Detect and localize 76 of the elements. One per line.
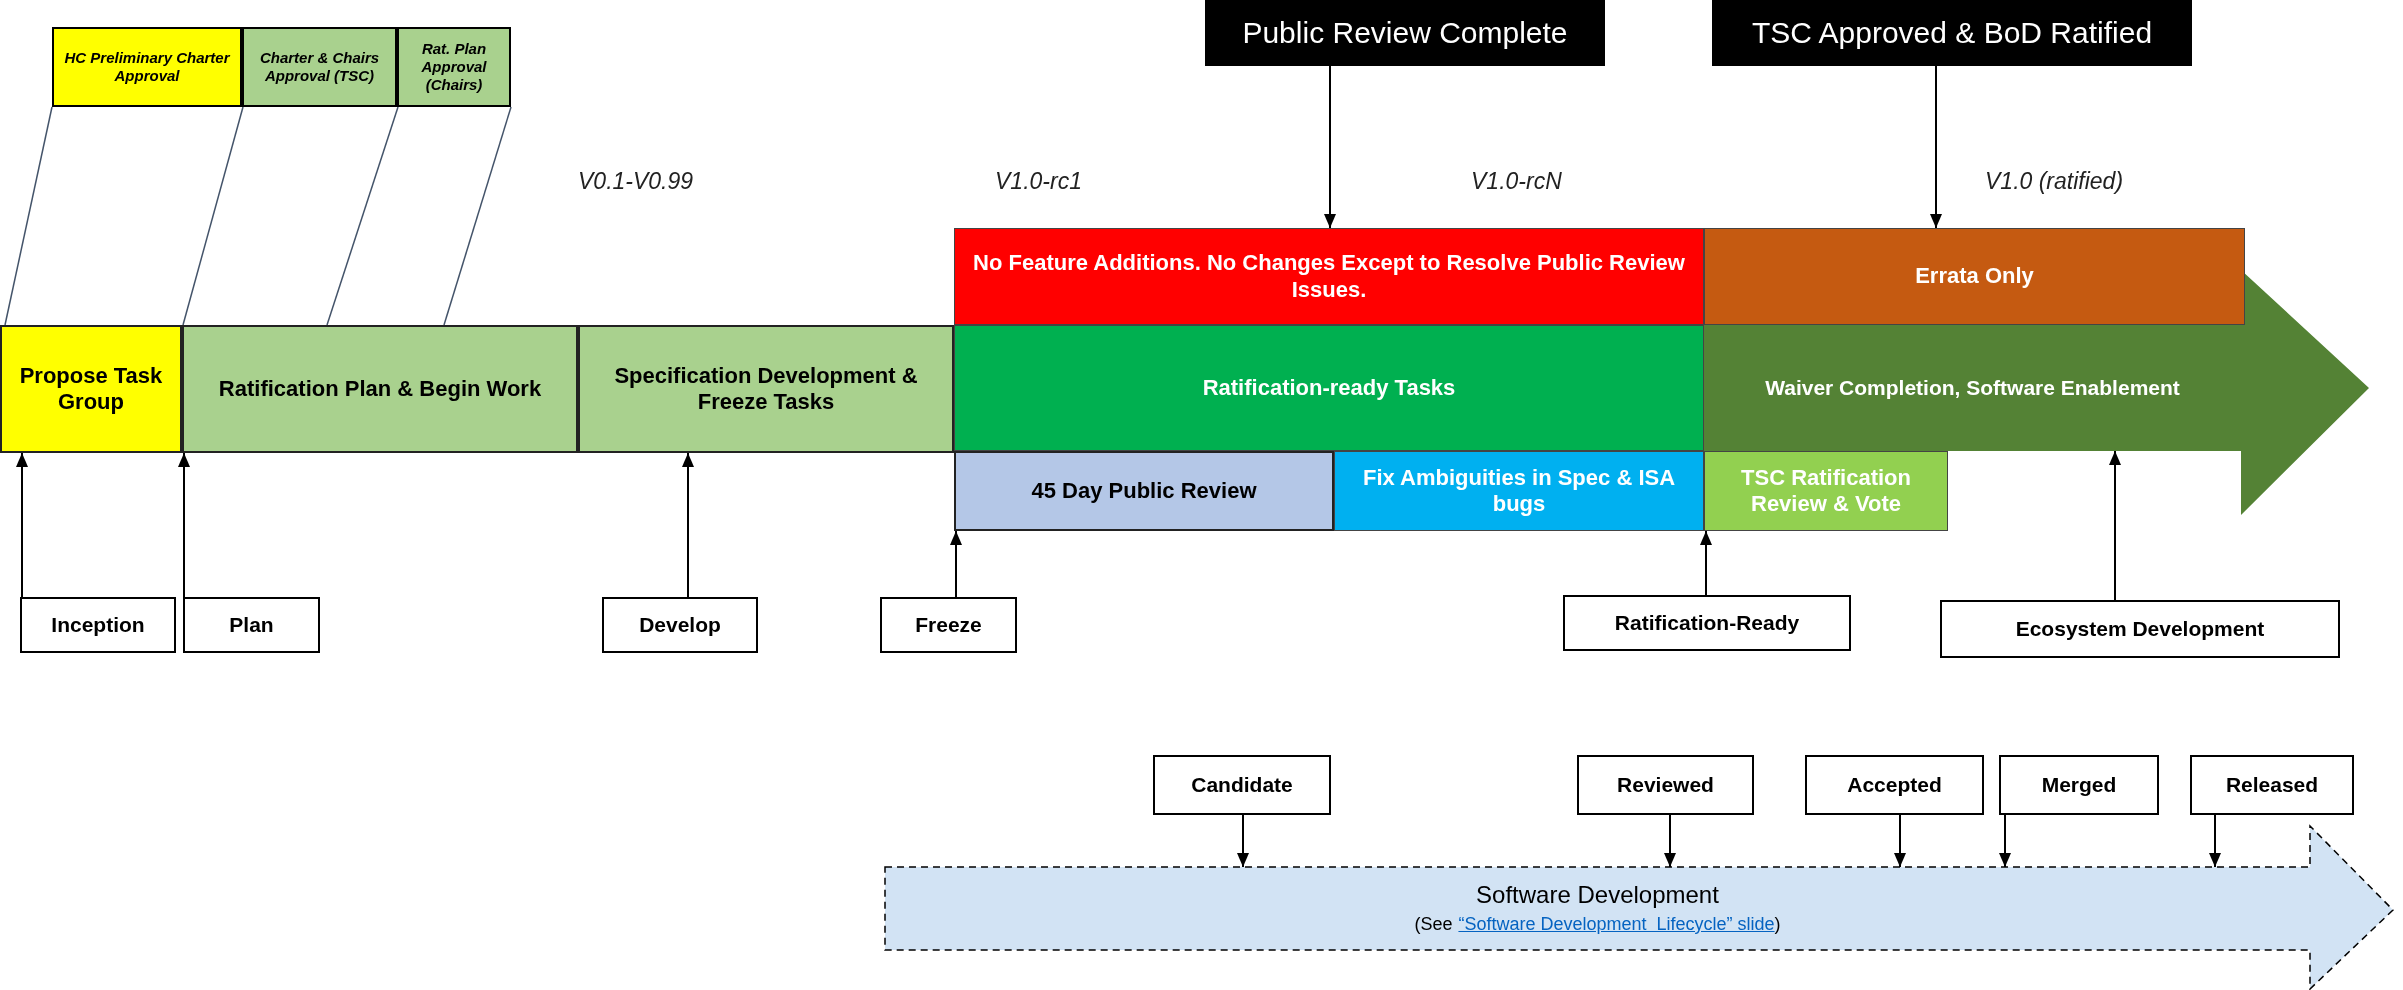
box-label: Freeze: [915, 612, 982, 638]
phase-box: [182, 325, 578, 453]
leader-line: [182, 106, 244, 326]
box-label: Accepted: [1847, 772, 1942, 798]
box-label: Reviewed: [1617, 772, 1714, 798]
arrow: [2209, 814, 2221, 868]
version-label: V1.0-rcN: [1471, 168, 1562, 195]
phase-box: [578, 325, 954, 453]
box-label: Specification Development & Freeze Tasks: [613, 362, 919, 416]
stage-label-box: [1563, 595, 1851, 651]
milestone-title: Public Review Complete: [1242, 15, 1568, 51]
box-label: Ecosystem Development: [2015, 616, 2265, 642]
leader-line: [443, 106, 512, 326]
process-arrow: [885, 825, 2395, 990]
phase-box: [954, 451, 1334, 531]
leader-line: [4, 106, 53, 326]
stage-label-box: [1805, 755, 1984, 815]
arrow: [1664, 814, 1676, 868]
box-label: Software Development: [1476, 881, 1719, 911]
arrow: [16, 452, 28, 598]
box-label: No Feature Additions. No Changes Except to Resolve Public Review Issues.: [972, 250, 1686, 303]
link: “Software Development Lifecycle” slide: [1458, 914, 1775, 935]
phase-box: [954, 325, 1704, 451]
phase-box: [954, 228, 1704, 325]
stage-label-box: [20, 597, 176, 653]
stage-label-box: [602, 597, 758, 653]
version-label: V1.0-rc1: [995, 168, 1082, 195]
milestone-banner: [1205, 0, 1605, 66]
box-label: 45 Day Public Review: [1031, 477, 1257, 505]
stage-label-box: [1577, 755, 1754, 815]
phase-box: [1704, 451, 1948, 531]
arrow: [1324, 65, 1336, 229]
stage-label-box: [1940, 600, 2340, 658]
box-label: Ratification-ready Tasks: [1202, 374, 1456, 402]
box-label: Propose Task Group: [18, 362, 164, 416]
arrow: [2109, 450, 2121, 601]
approval-box: [52, 27, 242, 107]
box-label: Errata Only: [1915, 263, 2034, 290]
phase-box: [1704, 228, 2245, 325]
box-label: Plan: [229, 612, 274, 638]
phase-box: [0, 325, 182, 453]
arrow: [950, 530, 962, 598]
box-label: Candidate: [1191, 772, 1293, 798]
arrow: [1930, 65, 1942, 229]
arrow: [682, 452, 694, 598]
stage-label-box: [1999, 755, 2159, 815]
milestone-banner: [1712, 0, 2192, 66]
version-label: V0.1-V0.99: [578, 168, 694, 195]
stage-label-box: [183, 597, 320, 653]
arrow: [1999, 814, 2011, 868]
leader-line: [326, 106, 399, 326]
box-label: HC Preliminary Charter Approval: [63, 49, 232, 85]
box-label: Rat. Plan Approval (Chairs): [420, 40, 488, 94]
stage-label-box: [1153, 755, 1331, 815]
box-label: Ratification Plan & Begin Work: [218, 375, 542, 403]
box-label: Develop: [639, 612, 721, 638]
version-label: V1.0 (ratified): [1985, 168, 2124, 195]
arrow: [1700, 530, 1712, 596]
arrow: [1894, 814, 1906, 868]
approval-box: [242, 27, 397, 107]
arrow: [1237, 814, 1249, 868]
box-label: Fix Ambiguities in Spec & ISA bugs: [1361, 464, 1677, 518]
box-label: Waiver Completion, Software Enablement: [1765, 375, 2180, 401]
phase-box: [1334, 451, 1704, 531]
note-text: (See “Software Development Lifecycle” slide): [1414, 914, 1781, 936]
box-label: TSC Ratification Review & Vote: [1740, 464, 1912, 518]
box-label: Ratification-Ready: [1614, 610, 1800, 636]
box-label: Inception: [51, 612, 145, 638]
approval-box: [397, 27, 511, 107]
milestone-title: TSC Approved & BoD Ratified: [1751, 15, 2153, 51]
box-label: Charter & Chairs Approval (TSC): [258, 49, 381, 85]
box-label: Merged: [2041, 772, 2117, 798]
stage-label-box: [2190, 755, 2354, 815]
box-label: Released: [2225, 772, 2319, 798]
stage-label-box: [880, 597, 1017, 653]
arrow: [178, 452, 190, 598]
